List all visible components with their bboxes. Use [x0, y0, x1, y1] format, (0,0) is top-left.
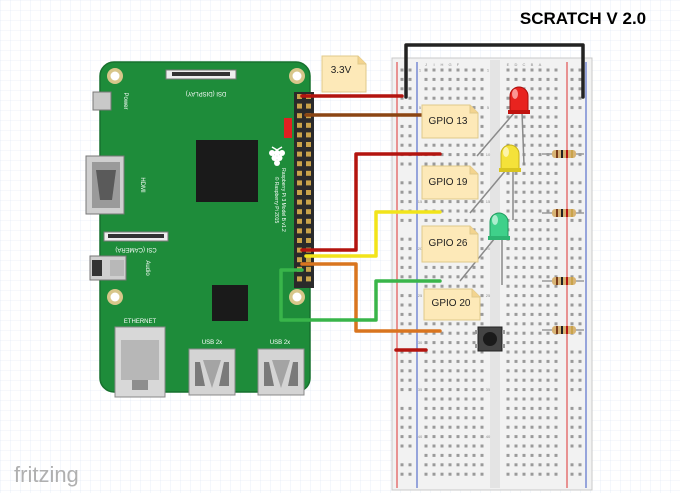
- breadboard-row-number: 5: [419, 105, 422, 110]
- resistor: [542, 150, 584, 158]
- breadboard-column-letter: C: [523, 62, 526, 67]
- tag-gpio20-text: GPIO 20: [432, 298, 471, 309]
- tag-gpio13: GPIO 13: [421, 104, 479, 139]
- led-legs: [459, 111, 525, 285]
- breadboard-column-letter: H: [441, 62, 444, 67]
- model-text: Raspberry Pi 3 Model B v1.2: [280, 168, 286, 232]
- usb1-label: USB 2x: [202, 340, 222, 346]
- push-button: [475, 326, 505, 352]
- breadboard-row-number: 40: [418, 434, 423, 439]
- tag-gpio26-text: GPIO 26: [429, 238, 468, 249]
- breadboard-row-number: 10: [486, 152, 491, 157]
- copyright-text: © Raspberry Pi 2015: [273, 177, 280, 224]
- breadboard-row-number: 1: [419, 68, 422, 73]
- ethernet-label: ETHERNET: [124, 319, 157, 325]
- wire-red-2: [300, 152, 442, 252]
- tag-gpio19-text: GPIO 19: [429, 177, 468, 188]
- tag-gpio13-text: GPIO 13: [429, 116, 468, 127]
- breadboard-column-letter: E: [507, 62, 510, 67]
- dsi-label: DSI (DISPLAY): [186, 90, 227, 96]
- breadboard-row-number: 25: [486, 293, 491, 298]
- led-red: [508, 86, 530, 114]
- breadboard-row-number: 15: [486, 199, 491, 204]
- raspberry-pi-board: DSI (DISPLAY) Power HDMI Raspberry Pi 3: [85, 61, 314, 398]
- led-green: [488, 212, 510, 240]
- tag-3v3-text: 3.3V: [331, 65, 352, 76]
- breadboard-column-letter: A: [539, 62, 542, 67]
- usb2-label: USB 2x: [270, 340, 290, 346]
- resistor: [542, 326, 584, 334]
- breadboard-column-letter: F: [457, 62, 460, 67]
- breadboard-row-number: 5: [487, 105, 490, 110]
- gpio-marker: [284, 118, 292, 138]
- wire-yellow: [304, 210, 442, 258]
- tag-gpio19: GPIO 19: [421, 165, 479, 200]
- breadboard-row-number: 20: [486, 246, 491, 251]
- power-connector: [92, 91, 112, 111]
- breadboard-column-letter: B: [531, 62, 534, 67]
- audio-label: Audio: [144, 260, 150, 276]
- lan-chip: [212, 285, 248, 321]
- led-yellow: [499, 144, 521, 172]
- breadboard-row-number: 1: [487, 68, 490, 73]
- breadboard-row-number: 35: [418, 387, 423, 392]
- breadboard-row-number: 20: [418, 246, 423, 251]
- wire-black-rail: [404, 43, 585, 99]
- breadboard-row-number: 15: [418, 199, 423, 204]
- breadboard-column-letter: D: [515, 62, 518, 67]
- tag-gpio26: GPIO 26: [421, 225, 479, 263]
- resistor: [542, 277, 584, 285]
- breadboard-row-number: 30: [418, 340, 423, 345]
- csi-label: CSI (CAMERA): [115, 246, 156, 252]
- breadboard-column-letter: I: [433, 62, 434, 67]
- wire-green: [279, 268, 442, 322]
- power-label: Power: [122, 92, 128, 109]
- raspberry-logo: [269, 146, 285, 166]
- wires: [279, 43, 585, 352]
- breadboard-row-number: 40: [486, 434, 491, 439]
- tag-3v3: 3.3V: [321, 55, 367, 93]
- page-title: SCRATCH V 2.0: [520, 9, 646, 28]
- wire-orange: [300, 262, 442, 333]
- tag-gpio20: GPIO 20: [423, 288, 481, 321]
- resistor: [542, 209, 584, 217]
- breadboard-row-number: 35: [486, 387, 491, 392]
- breadboard-column-letter: J: [425, 62, 427, 67]
- hdmi-label: HDMI: [139, 177, 145, 193]
- breadboard-column-letter: G: [448, 62, 451, 67]
- breadboard-row-number: 25: [418, 293, 423, 298]
- fritzing-logo: fritzing: [14, 462, 79, 487]
- soc-chip: [196, 140, 258, 202]
- resistors: [542, 150, 584, 334]
